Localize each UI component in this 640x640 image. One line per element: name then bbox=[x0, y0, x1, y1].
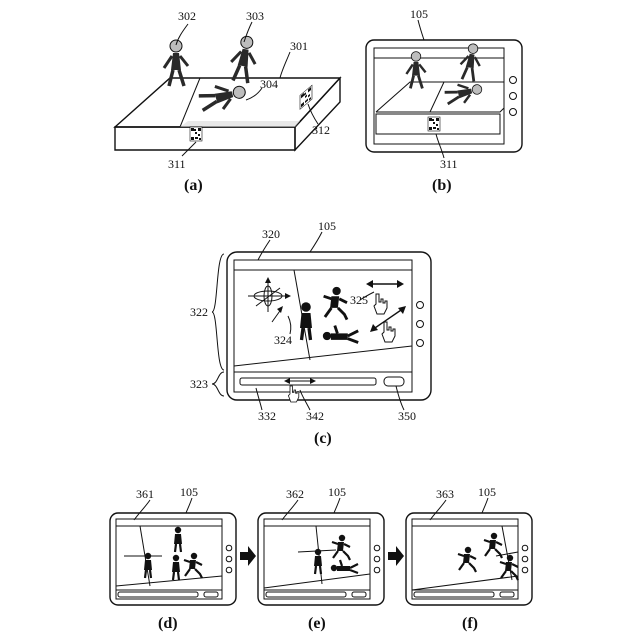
hand-cursor-icon bbox=[382, 322, 395, 342]
caption-d: (d) bbox=[158, 615, 178, 632]
figure-icon bbox=[323, 326, 358, 343]
round-button-icon bbox=[417, 321, 424, 328]
figure-icon bbox=[174, 527, 182, 552]
round-button-icon bbox=[522, 556, 528, 562]
ref-label: 323 bbox=[190, 377, 208, 391]
panel-c: 320 105 322 325 324 323 332 342 350 (c) bbox=[190, 219, 431, 447]
figure-icon bbox=[300, 302, 312, 340]
ref-label: 105 bbox=[318, 219, 336, 233]
figure-icon bbox=[314, 549, 322, 574]
figure-icon bbox=[444, 79, 485, 107]
ref-label: 325 bbox=[350, 293, 368, 307]
ref-label: 105 bbox=[180, 485, 198, 499]
platform-front bbox=[115, 127, 295, 150]
figure-icon bbox=[458, 547, 476, 572]
ref-label: 361 bbox=[136, 487, 154, 501]
caption-f: (f) bbox=[462, 615, 478, 632]
ref-label: 332 bbox=[258, 409, 276, 423]
ref-label: 362 bbox=[286, 487, 304, 501]
ref-label: 303 bbox=[246, 9, 264, 23]
round-button-icon bbox=[226, 556, 232, 562]
ref-label: 363 bbox=[436, 487, 454, 501]
ref-label: 312 bbox=[312, 123, 330, 137]
caption-b: (b) bbox=[432, 177, 452, 194]
figure-icon bbox=[324, 287, 347, 320]
ref-label: 322 bbox=[190, 305, 208, 319]
ref-label: 105 bbox=[328, 485, 346, 499]
ref-label: 350 bbox=[398, 409, 416, 423]
figure-icon bbox=[172, 555, 180, 580]
ref-label: 304 bbox=[260, 77, 278, 91]
hand-cursor-icon bbox=[288, 386, 298, 402]
hand-cursor-icon bbox=[374, 294, 387, 314]
figure-icon bbox=[331, 560, 358, 573]
round-button-icon bbox=[417, 340, 424, 347]
rotate-axes-icon bbox=[248, 277, 291, 312]
qr-code-icon bbox=[190, 127, 202, 141]
ref-label: 301 bbox=[290, 39, 308, 53]
panel-d: 361 105 (d) bbox=[110, 485, 236, 632]
ref-label: 342 bbox=[306, 409, 324, 423]
figure-icon bbox=[484, 533, 502, 558]
panel-e: 362 105 (e) bbox=[258, 485, 384, 632]
platform-side bbox=[295, 78, 340, 150]
round-button-icon bbox=[374, 556, 380, 562]
panel-a: 302 303 301 304 312 311 (a) bbox=[115, 9, 340, 194]
ref-label: 105 bbox=[478, 485, 496, 499]
figure-icon bbox=[184, 553, 202, 578]
round-button-icon bbox=[374, 545, 380, 551]
round-button-icon bbox=[510, 77, 517, 84]
arrow-right-icon bbox=[240, 546, 256, 566]
ref-label: 302 bbox=[178, 9, 196, 23]
arrow-right-icon bbox=[388, 546, 404, 566]
round-button-icon bbox=[510, 93, 517, 100]
round-button-icon bbox=[374, 567, 380, 573]
round-button-icon bbox=[522, 567, 528, 573]
panel-f: 363 105 (f) bbox=[406, 485, 532, 632]
caption-a: (a) bbox=[184, 177, 203, 194]
figure-icon bbox=[198, 79, 249, 114]
figure-icon bbox=[332, 535, 350, 560]
round-button-icon bbox=[226, 545, 232, 551]
caption-e: (e) bbox=[308, 615, 326, 632]
panel-b: 105 311 (b) bbox=[366, 7, 522, 194]
qr-code-icon bbox=[300, 85, 312, 109]
figure-icon bbox=[500, 555, 518, 580]
ref-label: 311 bbox=[168, 157, 186, 171]
round-button-icon bbox=[510, 109, 517, 116]
ref-label: 105 bbox=[410, 7, 428, 21]
round-button-icon bbox=[522, 545, 528, 551]
caption-c: (c) bbox=[314, 430, 332, 447]
figure-icon bbox=[164, 40, 188, 86]
round-button-icon bbox=[417, 302, 424, 309]
tablet-screen bbox=[116, 519, 222, 599]
qr-code-icon bbox=[428, 117, 440, 131]
play-button bbox=[384, 377, 404, 386]
ref-label: 320 bbox=[262, 227, 280, 241]
round-button-icon bbox=[226, 567, 232, 573]
ref-label: 311 bbox=[440, 157, 458, 171]
ref-label: 324 bbox=[274, 333, 292, 347]
tablet-frame bbox=[366, 40, 522, 152]
